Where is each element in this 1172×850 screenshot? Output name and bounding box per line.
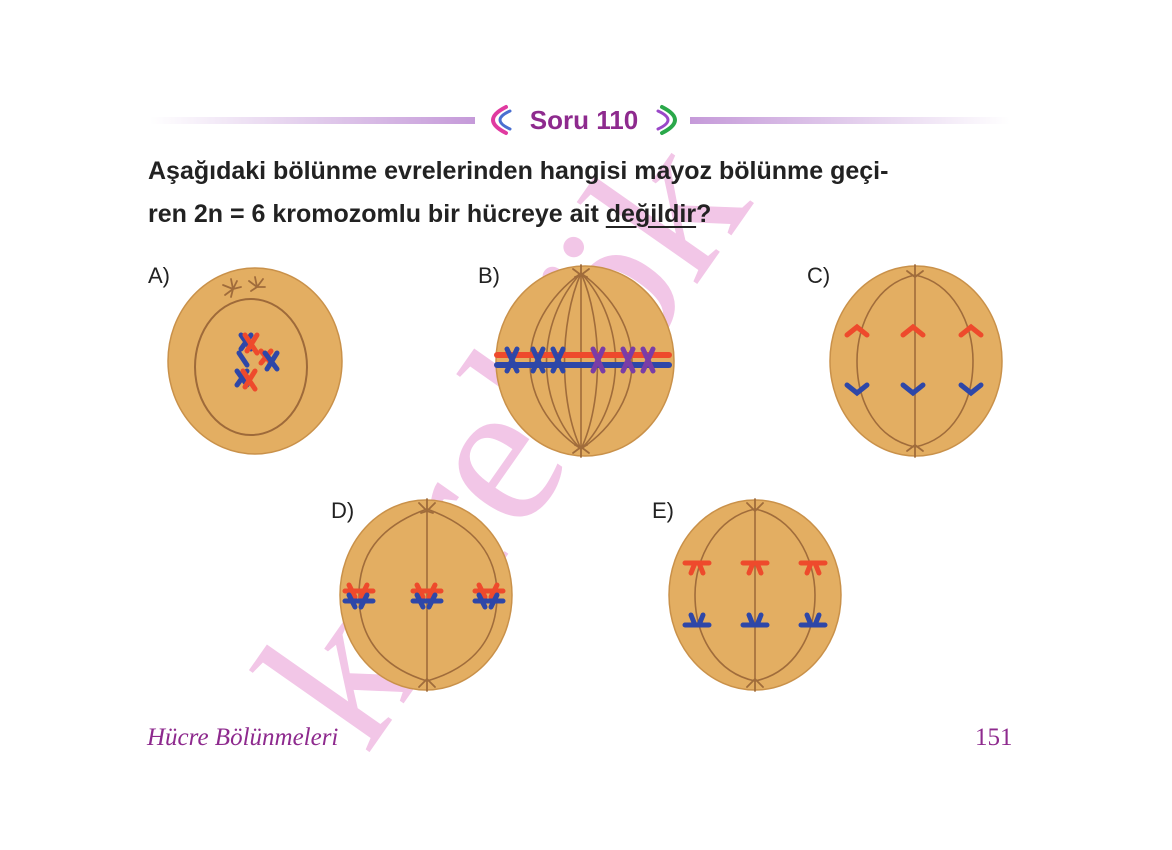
cell-c-anaphase-icon[interactable] [827,263,1007,459]
option-e-label[interactable]: E) [652,498,674,523]
question-line-1: Aşağıdaki bölünme evrelerinden hangisi m… [148,157,889,185]
question-text: Aşağıdaki bölünme evrelerinden hangisi m… [148,150,1028,236]
question-line-2: ren 2n = 6 kromozomlu bir hücreye ait [148,200,606,228]
question-badge: Soru 110 [476,101,692,139]
footer-chapter-title: Hücre Bölünmeleri [147,724,339,751]
option-a-label[interactable]: A) [148,263,170,288]
header-rule-left [150,117,475,124]
header-rule-right [690,117,1010,124]
question-number: Soru 110 [529,105,639,135]
option-b-label[interactable]: B) [478,263,500,288]
cell-d-metaphase-icon[interactable] [337,497,515,693]
question-end: ? [696,200,712,228]
cell-e-anaphase-icon[interactable] [667,497,845,693]
cell-b-metaphase-icon[interactable] [493,263,677,459]
cell-a-prophase-icon[interactable] [165,265,345,457]
option-c-label[interactable]: C) [807,263,831,288]
option-d-label[interactable]: D) [331,498,355,523]
badge-brackets-icon [491,105,677,135]
page-number: 151 [975,724,1013,751]
question-emphasis: değildir [605,200,697,228]
